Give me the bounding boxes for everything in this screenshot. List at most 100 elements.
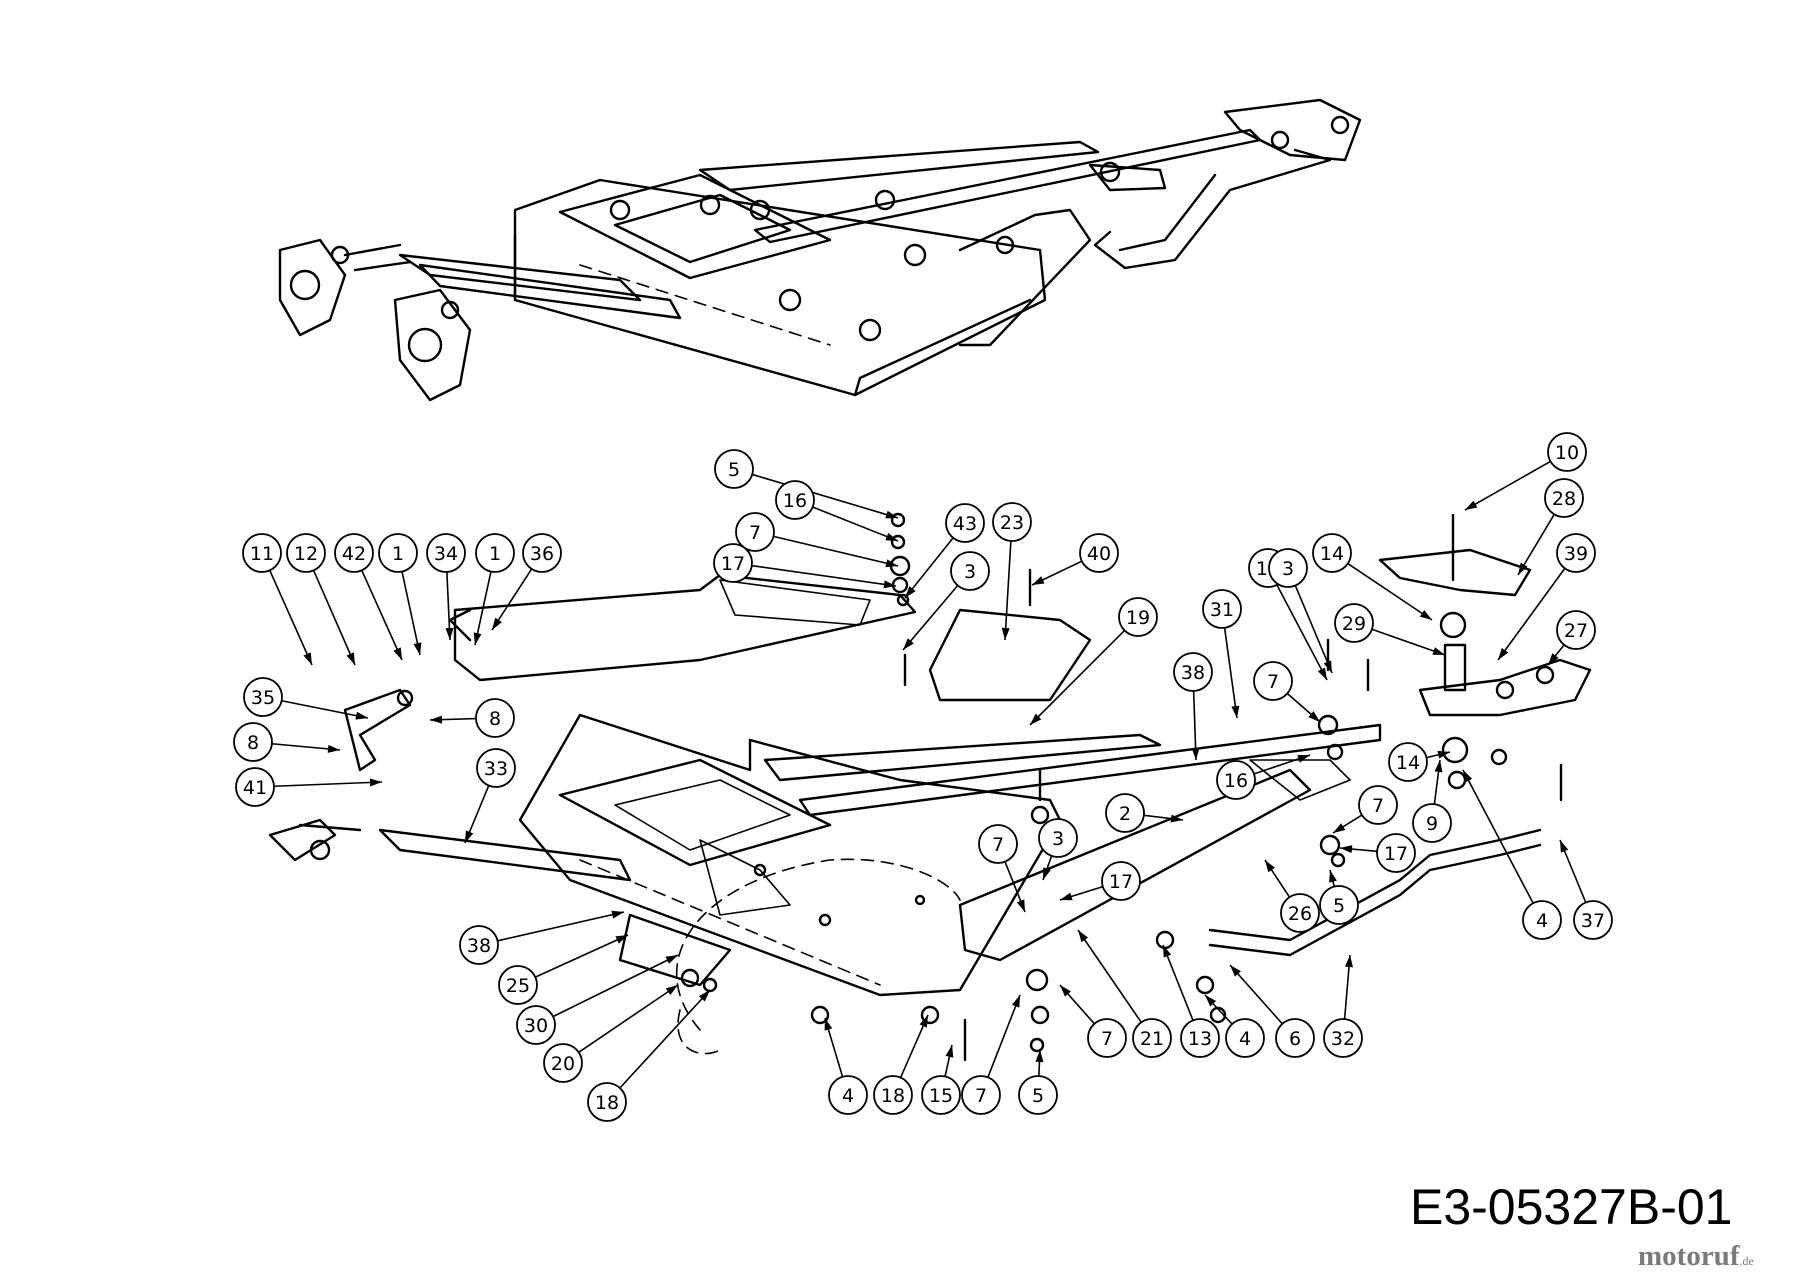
callout-arrow-32	[1345, 955, 1353, 968]
callout-circle-21	[1132, 1018, 1172, 1058]
callout-label-18: 18	[595, 1092, 619, 1114]
callout-label-35: 35	[251, 687, 275, 709]
callout-arrow-9	[1434, 760, 1443, 773]
callout-circle-3	[950, 551, 990, 591]
callout-label-15: 15	[929, 1085, 953, 1107]
callout-leader-17	[751, 564, 897, 587]
callout-label-42: 42	[342, 543, 366, 565]
callout-arrow-7	[1308, 711, 1320, 722]
callout-circle-4	[828, 1075, 868, 1115]
callout-label-19: 19	[1126, 607, 1150, 629]
callout-arrow-38	[1191, 747, 1200, 760]
callout-leader-38	[497, 911, 625, 942]
callout-label-26: 26	[1288, 903, 1312, 925]
callout-leader-41	[273, 781, 383, 788]
callout-arrow-17	[883, 580, 896, 589]
callout-leader-10	[1464, 460, 1551, 511]
callout-circle-3	[1268, 548, 1308, 588]
callout-arrow-1	[413, 642, 422, 655]
callout-label-17: 17	[721, 553, 745, 575]
callout-circle-1	[475, 533, 515, 573]
callout-label-12: 12	[294, 543, 318, 565]
callout-leader-4	[1462, 769, 1534, 904]
callout-label-37: 37	[1581, 910, 1605, 932]
callout-arrow-8	[327, 744, 340, 753]
callout-leader-29	[1371, 628, 1446, 656]
callout-circle-14	[1312, 533, 1352, 573]
callout-label-9: 9	[1426, 813, 1438, 835]
callout-arrow-5	[1329, 870, 1337, 883]
callout-arrow-38	[611, 910, 624, 919]
callout-leader-21	[1077, 929, 1142, 1023]
callout-arrow-5	[885, 510, 898, 519]
callout-circle-20	[543, 1043, 583, 1083]
assembled-view	[278, 98, 1362, 402]
callout-label-14: 14	[1396, 752, 1420, 774]
callout-circle-7	[1087, 1018, 1127, 1058]
callout-arrow-7	[885, 559, 898, 568]
callout-label-16: 16	[783, 490, 807, 512]
callout-circle-4	[1522, 900, 1562, 940]
callout-circle-7	[735, 512, 775, 552]
callout-arrow-40	[1032, 576, 1045, 585]
callout-arrow-3	[903, 638, 914, 650]
callout-leader-14	[1347, 562, 1433, 621]
callout-arrow-11	[303, 652, 312, 665]
callout-label-2: 2	[1119, 803, 1131, 825]
callout-arrow-13	[1163, 945, 1172, 958]
callout-leader-43	[904, 537, 954, 599]
callout-circle-30	[516, 1005, 556, 1045]
brand-suffix: .de	[1739, 1254, 1754, 1268]
callout-label-4: 4	[1239, 1028, 1251, 1050]
callout-label-7: 7	[1372, 795, 1384, 817]
callout-label-40: 40	[1087, 543, 1111, 565]
callout-arrow-7	[1060, 985, 1071, 997]
callout-arrow-3	[1043, 867, 1051, 880]
callout-leader-6	[1229, 964, 1283, 1025]
callout-arrow-4	[824, 1018, 833, 1031]
callout-label-36: 36	[530, 543, 554, 565]
callout-label-18: 18	[881, 1085, 905, 1107]
callout-circle-28	[1544, 478, 1584, 518]
callout-circle-32	[1323, 1018, 1363, 1058]
callout-circle-14	[1388, 742, 1428, 782]
callout-arrow-26	[1265, 860, 1275, 873]
callout-leader-42	[361, 570, 403, 661]
callout-circle-17	[713, 543, 753, 583]
callout-arrow-33	[465, 830, 474, 843]
callout-circle-38	[1173, 652, 1213, 692]
callout-label-34: 34	[434, 543, 458, 565]
callout-arrow-42	[393, 647, 402, 660]
callout-arrow-16	[885, 532, 898, 541]
callout-leader-3	[902, 584, 959, 651]
callout-arrow-7	[1016, 899, 1025, 912]
callout-circle-25	[498, 965, 538, 1005]
callout-label-6: 6	[1289, 1028, 1301, 1050]
callout-leader-25	[534, 934, 629, 978]
callout-leader-39	[1497, 567, 1566, 661]
callout-arrow-10	[1465, 500, 1478, 510]
callout-label-3: 3	[1282, 558, 1294, 580]
callout-circle-43	[945, 503, 985, 543]
callout-label-11: 11	[250, 543, 274, 565]
callout-label-33: 33	[484, 758, 508, 780]
callout-arrow-17	[1317, 667, 1327, 680]
callout-label-28: 28	[1552, 488, 1576, 510]
callout-leader-7	[987, 994, 1021, 1078]
callout-leader-1	[474, 571, 492, 646]
callout-circle-16	[775, 480, 815, 520]
callout-circle-11	[242, 533, 282, 573]
callout-arrow-15	[945, 1045, 954, 1058]
callout-label-38: 38	[1181, 662, 1205, 684]
callout-arrow-3	[1323, 660, 1332, 673]
callout-label-39: 39	[1564, 543, 1588, 565]
callout-label-4: 4	[1536, 910, 1548, 932]
callout-circle-15	[921, 1075, 961, 1115]
callout-arrow-17	[1060, 892, 1073, 901]
callout-arrow-37	[1560, 840, 1569, 853]
callout-label-7: 7	[1101, 1028, 1113, 1050]
callout-circle-6	[1275, 1018, 1315, 1058]
callout-circle-18	[587, 1082, 627, 1122]
